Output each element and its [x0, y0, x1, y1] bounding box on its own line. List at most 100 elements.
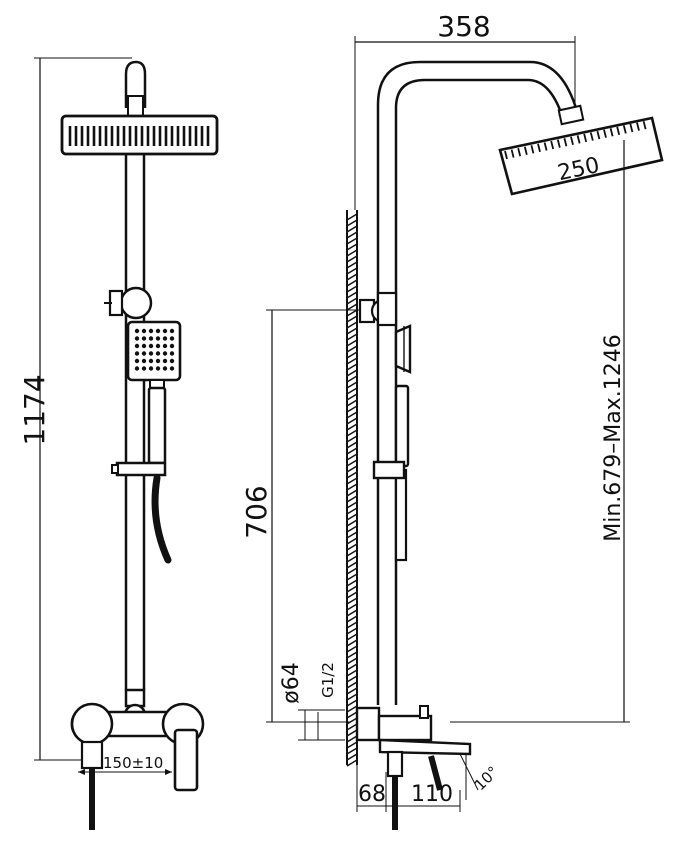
hatch-line: [346, 327, 358, 335]
nozzle-dot: [148, 343, 154, 349]
hatch-line: [346, 477, 358, 485]
hatch-line: [346, 663, 358, 671]
hatch-line: [346, 309, 358, 317]
head-tooth: [576, 135, 581, 144]
hatch-line: [346, 393, 358, 401]
hatch-line: [346, 237, 358, 245]
hatch-line: [346, 747, 358, 755]
hatch-line: [346, 675, 358, 683]
hatch-line: [346, 321, 358, 329]
hatch-line: [346, 705, 358, 713]
spout-angle-label: 10°: [471, 763, 503, 795]
hatch-line: [346, 729, 358, 737]
hatch-line: [346, 471, 358, 479]
front-riser-pipe: [124, 154, 146, 690]
side-riser-inner: [394, 78, 562, 705]
hatch-line: [346, 249, 358, 257]
hatch-line: [346, 333, 358, 341]
head-tooth: [517, 147, 522, 157]
hatch-line: [346, 447, 358, 455]
hatch-line: [346, 369, 358, 377]
head-tooth: [642, 120, 647, 130]
hatch-line: [346, 291, 358, 299]
hatch-line: [346, 459, 358, 467]
hatch-line: [346, 669, 358, 677]
nozzle-dot: [169, 328, 175, 334]
hatch-line: [346, 357, 358, 365]
hatch-line: [346, 615, 358, 623]
front-view: 1174: [18, 57, 219, 830]
hatch-line: [346, 465, 358, 473]
hatch-line: [346, 519, 358, 527]
hatch-line: [346, 573, 358, 581]
hatch-line: [346, 549, 358, 557]
hatch-line: [346, 591, 358, 599]
head-tooth: [563, 138, 568, 147]
front-upper-bracket: [104, 286, 153, 320]
nozzle-dot: [148, 328, 154, 334]
hatch-line: [346, 273, 358, 281]
hatch-line: [346, 285, 358, 293]
side-shower-head: 250: [498, 104, 664, 196]
hatch-line: [346, 381, 358, 389]
nozzle-dot: [162, 336, 168, 341]
hatch-line: [346, 225, 358, 233]
head-tooth: [510, 149, 515, 158]
nozzle-dot: [162, 328, 168, 334]
head-tooth: [596, 130, 601, 140]
hatch-line: [346, 429, 358, 437]
side-slide-holder: [372, 460, 406, 480]
hatch-line: [346, 501, 358, 509]
hatch-line: [346, 219, 358, 227]
head-tooth: [537, 143, 541, 153]
nozzle-dot: [148, 336, 154, 341]
adjust-range-label: Min.679–Max.1246: [601, 334, 626, 542]
nozzle-dot: [169, 366, 175, 371]
hatch-line: [346, 297, 358, 305]
flange-dia-label: ø64: [279, 662, 304, 703]
hatch-line: [346, 507, 358, 515]
nozzle-dot: [141, 328, 147, 334]
bottom-dimensions: 68 110: [356, 765, 461, 812]
nozzle-dot: [134, 328, 140, 334]
hatch-line: [346, 339, 358, 347]
hatch-line: [346, 651, 358, 659]
head-tooth: [636, 122, 640, 131]
hatch-line: [346, 453, 358, 461]
side-hand-shower: [394, 324, 412, 562]
wall-offset-label: 68: [358, 782, 386, 807]
hatch-line: [346, 627, 358, 635]
nozzle-dot: [134, 358, 140, 364]
hatch-line: [346, 633, 358, 641]
arm-length-label: 358: [437, 10, 490, 43]
hatch-line: [346, 555, 358, 563]
side-head-nozzles: [504, 120, 647, 160]
nozzle-dot: [134, 366, 140, 371]
hatch-line: [346, 621, 358, 629]
head-tooth: [583, 133, 588, 143]
front-shower-head: [60, 114, 219, 156]
hatch-line: [346, 645, 358, 653]
nozzle-dot: [155, 358, 161, 364]
thread-label: G1/2: [319, 662, 337, 698]
hatch-line: [346, 585, 358, 593]
hand-shower-nozzles: [134, 328, 175, 371]
hatch-line: [346, 657, 358, 665]
front-hose: [151, 474, 172, 564]
nozzle-dot: [148, 358, 154, 364]
head-tooth: [589, 132, 594, 141]
head-tooth: [530, 145, 535, 154]
hatch-line: [346, 531, 358, 539]
total-height-dimension: 1174: [18, 57, 132, 761]
hatch-line: [346, 741, 358, 749]
head-tooth: [543, 142, 548, 151]
nozzle-dot: [169, 343, 175, 349]
head-tooth: [523, 146, 528, 155]
spout-length-label: 110: [411, 782, 453, 807]
head-nozzle-slots: [68, 126, 210, 146]
wall-hatch-lines: [346, 213, 358, 767]
adjust-range-dimension: Min.679–Max.1246: [450, 140, 630, 723]
head-tooth: [622, 125, 627, 134]
head-tooth: [556, 139, 561, 148]
